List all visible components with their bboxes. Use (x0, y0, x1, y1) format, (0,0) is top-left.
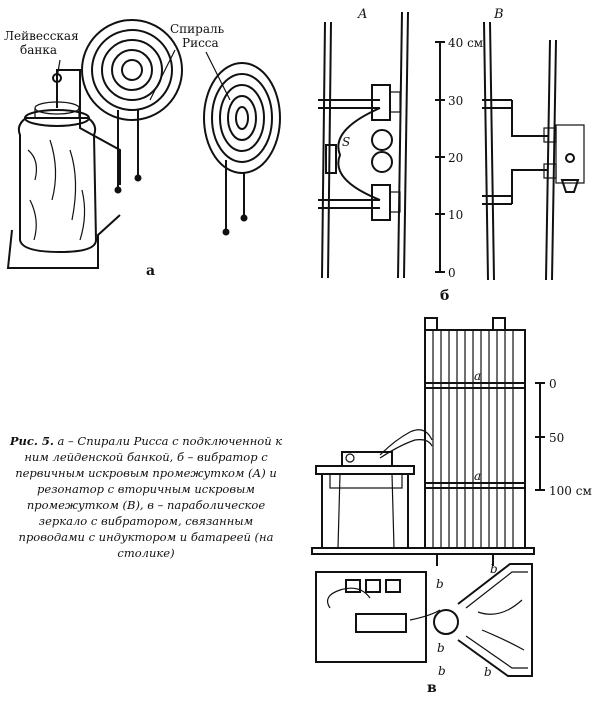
b-mark-1: b (436, 577, 444, 591)
riess-spiral-label-line1: Спираль (170, 22, 225, 36)
caption-prefix: Рис. 5. (9, 434, 54, 448)
top-view-drawing: b b b b b (315, 562, 533, 679)
mirror-a-mid-label: a (474, 469, 481, 483)
b-mark-5: b (484, 665, 492, 679)
scale-b-tick-0: 0 (448, 266, 456, 280)
parabolic-mirror-drawing: a a (311, 317, 535, 566)
scale-b-tick-10: 10 (448, 208, 463, 222)
gap-S-label: S (342, 135, 350, 149)
b-mark-2: b (490, 562, 498, 576)
scale-b-tick-30: 30 (448, 94, 463, 108)
scale-v-tick-0: 0 (549, 377, 557, 391)
caption-text: а – Спирали Рисса с подключенной к ним л… (15, 434, 283, 560)
resonator-B-label: B (493, 7, 504, 22)
leyden-jar-label-line2: банка (20, 43, 57, 57)
panel-v-letter: в (427, 680, 437, 696)
scale-v: 0 50 100 см (535, 377, 592, 498)
panel-b-letter: б (440, 288, 449, 304)
riess-spiral-left (81, 19, 183, 194)
scale-v-tick-50: 50 (549, 431, 564, 445)
vibrator-A-label: A (357, 7, 367, 22)
panel-v-illustration: a a 0 50 100 см (311, 317, 592, 696)
vibrator-A-drawing: S (318, 11, 409, 279)
panel-a-illustration: Лейвесская банка Спираль Рисса а (4, 19, 281, 279)
scale-b: 40 см 30 20 10 0 (435, 36, 483, 280)
panel-a-letter: а (146, 263, 155, 279)
riess-spiral-label-line2: Рисса (182, 36, 219, 50)
scale-v-tick-100: 100 см (549, 484, 592, 498)
riess-spiral-right (203, 62, 281, 236)
b-mark-3: b (437, 641, 445, 655)
panel-b-illustration: A B S 40 см (318, 7, 585, 304)
figure-caption: Рис. 5. а – Спирали Рисса с подключенной… (6, 433, 286, 561)
leyden-jar-drawing (6, 69, 121, 269)
leyden-jar-label-line1: Лейвесская (4, 29, 79, 43)
b-mark-4: b (438, 664, 446, 678)
mirror-a-top-label: a (474, 369, 481, 383)
resonator-B-drawing (482, 21, 585, 281)
scale-b-tick-20: 20 (448, 151, 463, 165)
table-with-inductor-drawing (315, 429, 433, 549)
scale-b-tick-40: 40 см (448, 36, 483, 50)
